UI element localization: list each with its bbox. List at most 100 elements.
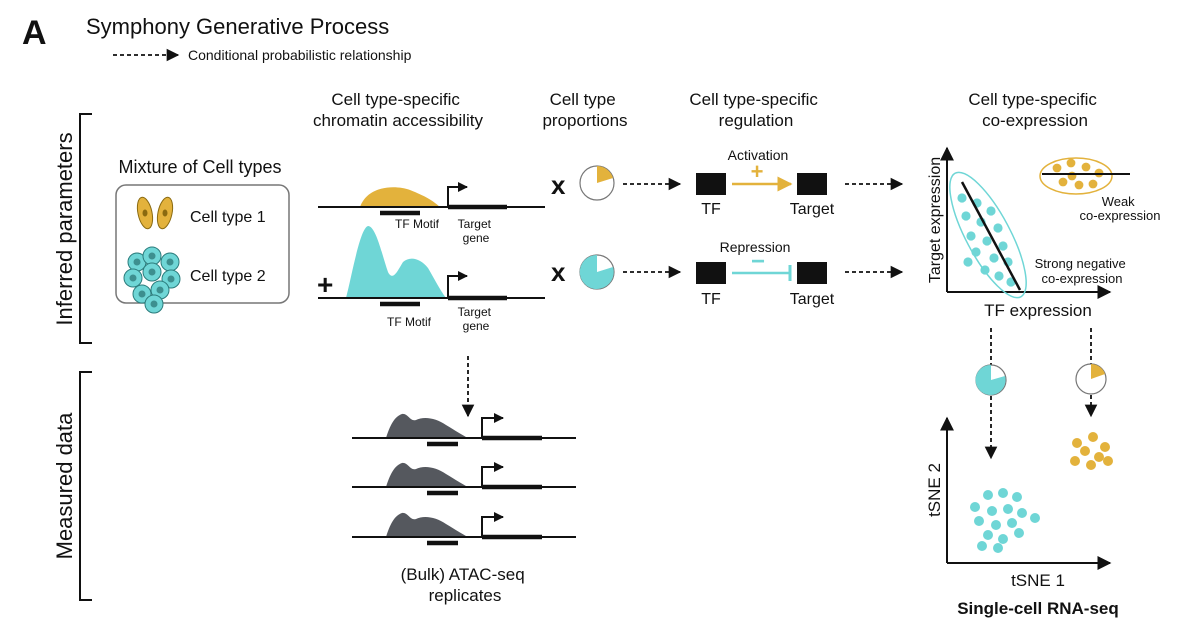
tsne-point-gold (1088, 432, 1098, 442)
teal-cell-nucleus (167, 275, 175, 283)
tsne-point-teal (991, 520, 1001, 530)
times-operator-1: x (551, 170, 566, 200)
teal-cell-nucleus (129, 274, 137, 282)
coexp-point-teal (957, 193, 967, 203)
cell-type-2-label: Cell type 2 (190, 268, 266, 285)
weak-label: Weak co-expression (1080, 194, 1161, 223)
coexp-xlabel: TF expression (984, 301, 1092, 320)
mixture-title: Mixture of Cell types (118, 157, 281, 177)
strong-label: Strong negative co-expression (1035, 256, 1130, 286)
tsne-point-teal (1007, 518, 1017, 528)
plus-operator: + (317, 269, 333, 300)
tf-label-1: TF (701, 201, 721, 218)
tsne-plot (940, 416, 1113, 570)
coexp-point-teal (998, 241, 1008, 251)
tsne-point-teal (977, 541, 987, 551)
tsne-point-gold (1070, 456, 1080, 466)
cell-type-2-icon (123, 246, 181, 314)
tf-box-2 (696, 262, 726, 284)
tsne-point-teal (970, 502, 980, 512)
figure-title: Symphony Generative Process (86, 14, 389, 39)
tsne-xlabel: tSNE 1 (1011, 571, 1065, 590)
coexp-point-teal (980, 265, 990, 275)
coexp-ylabel: Target expression (927, 157, 944, 283)
gene-label-1: Target gene (458, 217, 495, 245)
tsne-caption: Single-cell RNA-seq (957, 599, 1119, 618)
coexpression-plot (940, 146, 1130, 299)
teal-cell-nucleus (148, 268, 156, 276)
tsne-point-gold (1072, 438, 1082, 448)
atac-replicates (352, 413, 576, 546)
coexp-point-teal (966, 231, 976, 241)
tsne-point-teal (1017, 508, 1027, 518)
activation-sign: + (751, 159, 764, 184)
tsne-point-teal (1003, 504, 1013, 514)
tsne-cluster-celltype2 (970, 488, 1040, 553)
tf-box-1 (696, 173, 726, 195)
tsne-point-teal (974, 516, 984, 526)
tsne-point-gold (1103, 456, 1113, 466)
target-label-2: Target (790, 291, 835, 308)
teal-cell-nucleus (150, 300, 158, 308)
tsne-point-teal (983, 530, 993, 540)
coexpression-header: Cell type-specific co-expression (968, 90, 1101, 130)
measured-label: Measured data (52, 412, 77, 560)
coexp-point-gold (1081, 162, 1091, 172)
motif-label-1: TF Motif (395, 217, 440, 231)
proportion-pie-celltype1 (579, 165, 615, 201)
repression-label: Repression (720, 239, 791, 255)
coexp-point-gold (1058, 177, 1068, 187)
weak-coexp-ellipse (1039, 157, 1113, 195)
teal-cell-nucleus (148, 252, 156, 260)
coexp-point-gold (1067, 171, 1077, 181)
motif-label-2: TF Motif (387, 315, 432, 329)
proportion-pie-celltype2 (579, 254, 615, 290)
panel-letter: A (22, 14, 47, 52)
tf-label-2: TF (701, 291, 721, 308)
chromatin-header: Cell type-specific chromatin accessibili… (313, 90, 484, 130)
activation-label: Activation (728, 147, 789, 163)
tsne-cluster-celltype1 (1070, 432, 1113, 470)
target-label-1: Target (790, 201, 835, 218)
inferred-label: Inferred parameters (52, 132, 77, 325)
tsne-pie-teal (975, 364, 1007, 396)
coexp-point-teal (993, 223, 1003, 233)
mixture-box: Mixture of Cell types Cell type 1 Cell t… (115, 157, 290, 314)
tsne-point-gold (1080, 446, 1090, 456)
chromatin-track-celltype2 (318, 226, 545, 307)
target-box-2 (797, 262, 827, 284)
cell-type-1-icon (136, 196, 174, 230)
times-operator-2: x (551, 257, 566, 287)
tsne-point-teal (1030, 513, 1040, 523)
coexp-point-teal (961, 211, 971, 221)
cell-type-1-label: Cell type 1 (190, 209, 266, 226)
atac-track-3 (352, 512, 576, 546)
proportions-header: Cell type proportions (542, 90, 627, 130)
inferred-bracket (79, 113, 92, 344)
tsne-point-teal (998, 534, 1008, 544)
teal-cell-nucleus (138, 290, 146, 298)
tsne-point-gold (1100, 442, 1110, 452)
repression-arrow (732, 265, 792, 281)
tsne-point-gold (1094, 452, 1104, 462)
tsne-point-teal (1014, 528, 1024, 538)
tsne-point-teal (983, 490, 993, 500)
negative-fit-line (960, 181, 1022, 291)
tsne-point-teal (998, 488, 1008, 498)
atac-caption: (Bulk) ATAC-seq replicates (401, 565, 530, 605)
strong-coexp-ellipse (949, 171, 1027, 299)
tsne-point-teal (987, 506, 997, 516)
coexp-point-gold (1088, 179, 1098, 189)
measured-bracket (79, 371, 92, 601)
coexp-point-teal (994, 271, 1004, 281)
teal-cell-nucleus (156, 286, 164, 294)
coexp-point-teal (982, 236, 992, 246)
coexp-point-teal (971, 247, 981, 257)
gene-label-2: Target gene (458, 305, 495, 333)
coexp-point-teal (989, 253, 999, 263)
tsne-point-teal (993, 543, 1003, 553)
coexp-point-gold (1052, 163, 1062, 173)
tsne-pie-gold (1075, 363, 1107, 395)
regulation-header: Cell type-specific regulation (689, 90, 822, 130)
